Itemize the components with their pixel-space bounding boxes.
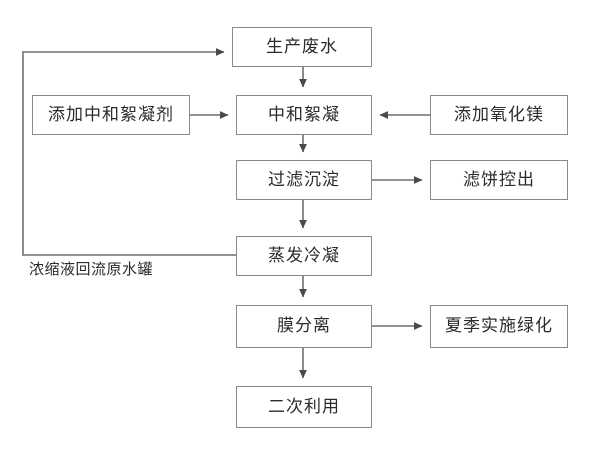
node-secondary-reuse[interactable]: 二次利用 <box>236 386 372 428</box>
node-label: 蒸发冷凝 <box>268 245 340 266</box>
node-filter-cake-discharge[interactable]: 滤饼控出 <box>430 160 568 200</box>
node-membrane-separation[interactable]: 膜分离 <box>236 305 372 348</box>
node-production-wastewater[interactable]: 生产废水 <box>232 27 372 67</box>
node-add-neutral-flocculant[interactable]: 添加中和絮凝剂 <box>32 95 190 135</box>
node-summer-greening[interactable]: 夏季实施绿化 <box>430 305 568 348</box>
node-label: 生产废水 <box>266 36 338 57</box>
node-evaporation-condensation[interactable]: 蒸发冷凝 <box>236 236 372 276</box>
node-label: 膜分离 <box>277 316 331 336</box>
node-label: 添加氧化镁 <box>454 104 544 125</box>
concentrate-return-label: 浓缩液回流原水罐 <box>28 260 155 278</box>
node-label: 夏季实施绿化 <box>445 316 553 336</box>
node-filtration-precipitation[interactable]: 过滤沉淀 <box>236 160 372 200</box>
node-label: 中和絮凝 <box>268 104 340 125</box>
node-label: 二次利用 <box>268 396 340 417</box>
node-neutralization-flocculation[interactable]: 中和絮凝 <box>236 95 372 135</box>
node-label: 过滤沉淀 <box>268 169 340 190</box>
node-label: 添加中和絮凝剂 <box>48 104 174 125</box>
edge-concentrate-recycle-loop <box>22 48 236 256</box>
node-add-magnesium-oxide[interactable]: 添加氧化镁 <box>430 95 568 135</box>
node-label: 滤饼控出 <box>463 169 535 190</box>
